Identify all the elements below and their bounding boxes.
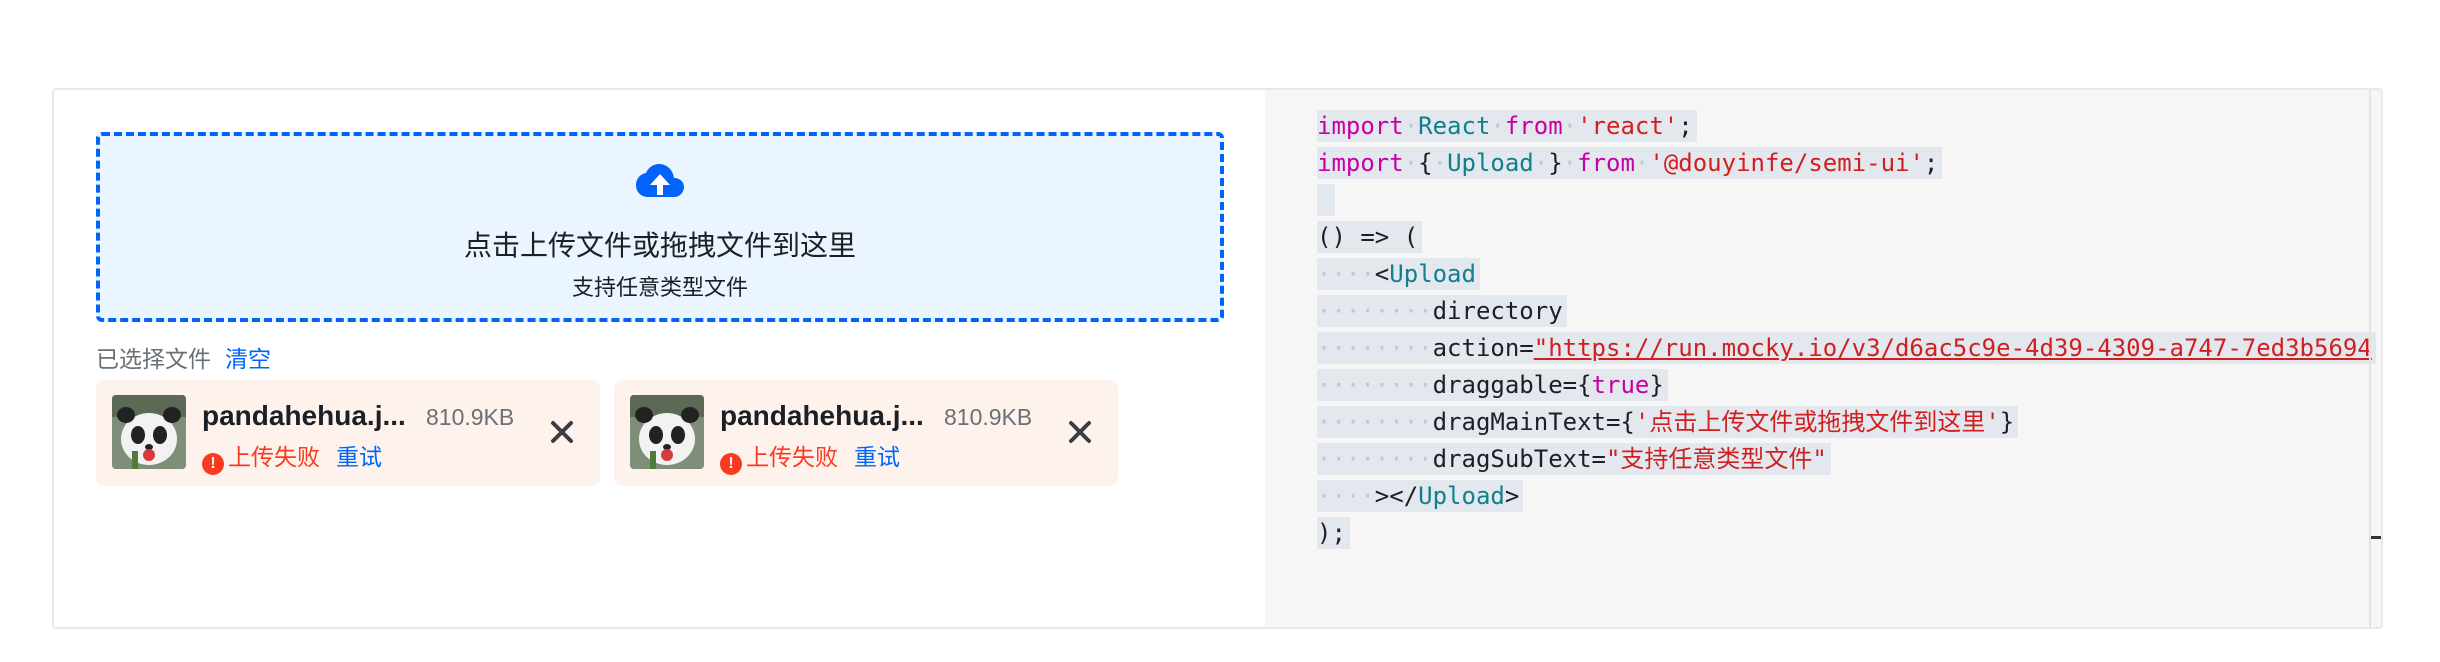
close-icon[interactable] xyxy=(1062,414,1098,450)
file-list-title: 已选择文件 xyxy=(96,347,211,373)
code-scrollbar[interactable] xyxy=(2369,90,2371,627)
code-line: ····<Upload xyxy=(1317,256,2376,293)
file-size: 810.9KB xyxy=(426,404,515,430)
upload-status: !上传失败重试 xyxy=(202,438,382,475)
panda-thumbnail xyxy=(112,395,186,469)
code-line: import·{·Upload·}·from·'@douyinfe/semi-u… xyxy=(1317,145,2376,182)
code-line: () => ( xyxy=(1317,219,2376,256)
upload-status: !上传失败重试 xyxy=(720,438,900,475)
demo-frame: 点击上传文件或拖拽文件到这里 支持任意类型文件 已选择文件清空 xyxy=(52,88,2383,629)
file-list-header: 已选择文件清空 xyxy=(96,340,271,374)
close-icon[interactable] xyxy=(544,414,580,450)
panda-thumbnail xyxy=(630,395,704,469)
text-cursor xyxy=(2371,536,2381,539)
clear-button[interactable]: 清空 xyxy=(225,347,271,373)
code-line: ········draggable={true} xyxy=(1317,367,2376,404)
error-circle-icon: ! xyxy=(202,453,224,475)
file-name: pandahehua.j... xyxy=(202,400,406,431)
preview-pane: 点击上传文件或拖拽文件到这里 支持任意类型文件 已选择文件清空 xyxy=(54,90,1265,627)
file-size: 810.9KB xyxy=(944,404,1033,430)
cloud-upload-icon xyxy=(636,164,684,197)
upload-drag-area[interactable]: 点击上传文件或拖拽文件到这里 支持任意类型文件 xyxy=(96,132,1224,322)
file-card: pandahehua.j... 810.9KB !上传失败重试 xyxy=(96,380,600,486)
code-block: import·React·from·'react'; import·{·Uplo… xyxy=(1317,108,2376,552)
code-line: ········action="https://run.mocky.io/v3/… xyxy=(1317,330,2376,367)
file-card: pandahehua.j... 810.9KB !上传失败重试 xyxy=(614,380,1118,486)
drag-sub-text: 支持任意类型文件 xyxy=(571,276,748,301)
code-editor[interactable]: import·React·from·'react'; import·{·Uplo… xyxy=(1265,90,2381,627)
code-line: import·React·from·'react'; xyxy=(1317,108,2376,145)
code-line: ········dragSubText="支持任意类型文件" xyxy=(1317,441,2376,478)
drag-main-text: 点击上传文件或拖拽文件到这里 xyxy=(463,229,856,262)
status-text: 上传失败 xyxy=(228,445,320,471)
status-text: 上传失败 xyxy=(746,445,838,471)
code-line: ····></Upload> xyxy=(1317,478,2376,515)
retry-button[interactable]: 重试 xyxy=(854,445,900,471)
error-circle-icon: ! xyxy=(720,453,742,475)
retry-button[interactable]: 重试 xyxy=(336,445,382,471)
code-line xyxy=(1317,182,2376,219)
code-line: ········directory xyxy=(1317,293,2376,330)
code-line: ); xyxy=(1317,515,2376,552)
code-line: ········dragMainText={'点击上传文件或拖拽文件到这里'} xyxy=(1317,404,2376,441)
file-name: pandahehua.j... xyxy=(720,400,924,431)
